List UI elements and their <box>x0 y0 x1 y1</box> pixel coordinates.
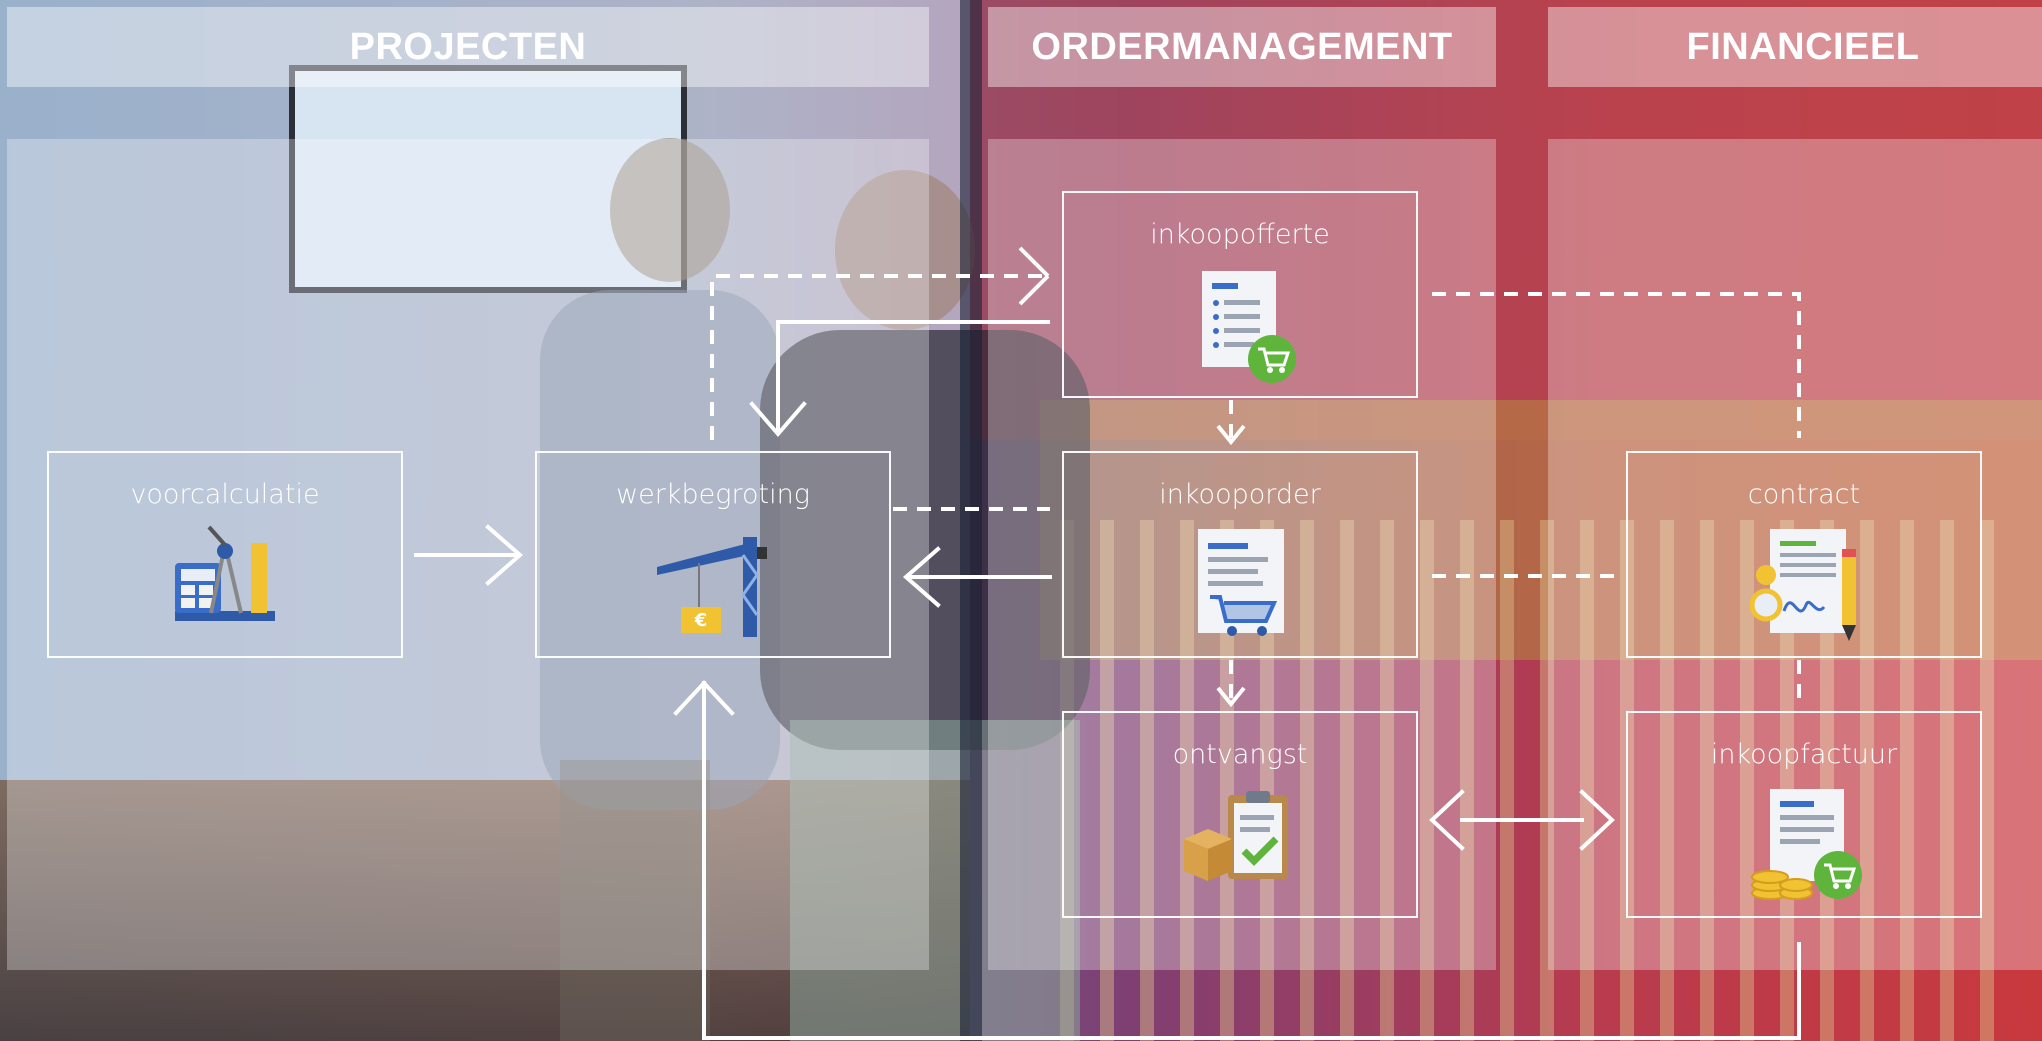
dashed-werkbegroting-inkoopofferte <box>710 274 1042 440</box>
node-inkoopofferte[interactable]: inkoopofferte <box>1062 191 1418 398</box>
node-label: ontvangst <box>1172 739 1308 770</box>
node-ontvangst[interactable]: ontvangst <box>1062 711 1418 918</box>
invoice-coins-cart-icon <box>1751 789 1862 900</box>
column-header-ordermanagement: ORDERMANAGEMENT <box>988 7 1496 87</box>
node-inkooporder[interactable]: inkooporder <box>1062 451 1418 658</box>
node-voorcalculatie[interactable]: voorcalculatie <box>47 451 403 658</box>
node-label: contract <box>1747 479 1861 510</box>
order-cart-icon <box>1198 529 1284 636</box>
column-header-financieel: FINANCIEEL <box>1548 7 2042 87</box>
node-label: werkbegroting <box>616 479 810 510</box>
arrow-inkoopofferte-werkbegroting <box>776 320 1050 434</box>
node-label: inkoopofferte <box>1150 219 1330 250</box>
contract-signature-icon <box>1749 529 1856 641</box>
dashed-inkoopofferte-contract <box>1432 292 1801 438</box>
arrow-inkoopfactuur-werkbegroting <box>702 681 1801 1040</box>
crane-budget-icon: € <box>657 537 767 637</box>
node-label: inkoopfactuur <box>1710 739 1898 770</box>
package-checklist-icon <box>1184 791 1288 881</box>
calculator-drafting-icon <box>175 525 275 621</box>
svg-text:€: € <box>694 610 708 631</box>
node-werkbegroting[interactable]: werkbegroting € <box>535 451 891 658</box>
node-contract[interactable]: contract <box>1626 451 1982 658</box>
node-label: inkooporder <box>1159 479 1321 510</box>
document-cart-icon <box>1202 271 1296 383</box>
column-header-projecten: PROJECTEN <box>7 7 929 87</box>
node-inkoopfactuur[interactable]: inkoopfactuur <box>1626 711 1982 918</box>
node-label: voorcalculatie <box>130 479 320 510</box>
